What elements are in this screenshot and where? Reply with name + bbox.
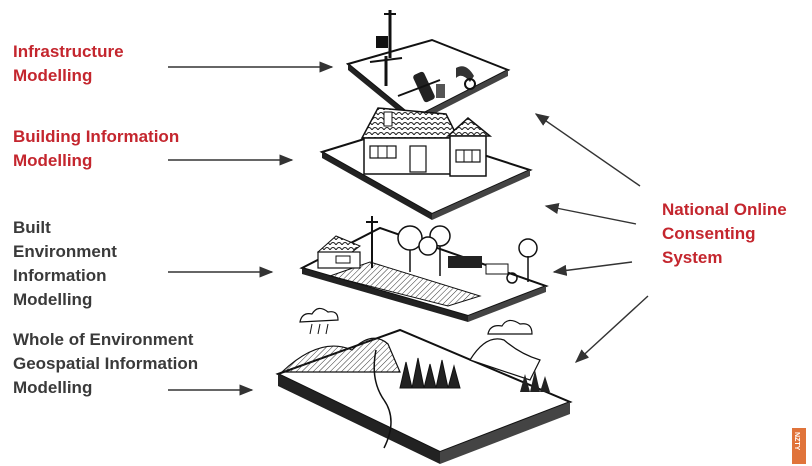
built-environment-layer: [299, 216, 549, 322]
label-whole-of-environment-geospatial-modelling: Whole of Environment Geospatial Informat…: [13, 328, 198, 400]
label-built-environment-information-modelling: Built Environment Information Modelling: [13, 216, 117, 312]
arrows: [168, 61, 649, 396]
label-line: Building Information: [13, 127, 180, 146]
cloud-icon: [299, 307, 533, 335]
label-line: System: [662, 248, 723, 267]
label-line: Modelling: [13, 378, 93, 397]
corner-brand-tag: NZTY: [792, 428, 806, 464]
label-line: Modelling: [13, 290, 93, 309]
label-line: Built: [13, 218, 51, 237]
arrow-consent-bim: [544, 202, 637, 225]
label-line: Infrastructure: [13, 42, 124, 61]
label-line: Environment: [13, 242, 117, 261]
label-line: Modelling: [13, 151, 93, 170]
house-icon: [360, 107, 493, 177]
small-house-icon: [316, 235, 361, 269]
label-line: Information: [13, 266, 107, 285]
trees-icon: [397, 225, 538, 282]
forest-icon: [399, 357, 550, 392]
label-infrastructure-modelling: Infrastructure Modelling: [13, 40, 124, 88]
building-layer: [319, 107, 533, 220]
label-line: Whole of Environment: [13, 330, 194, 349]
arrow-consent-infra: [534, 113, 641, 187]
label-national-online-consenting-system: National Online Consenting System: [662, 198, 787, 270]
terrain-layer: [275, 307, 573, 464]
label-line: Consenting: [662, 224, 756, 243]
label-line: Geospatial Information: [13, 354, 199, 373]
arrow-consent-terrain: [574, 295, 649, 363]
infrastructure-layer: [345, 10, 511, 124]
label-line: National Online: [662, 200, 787, 219]
label-line: Modelling: [13, 66, 93, 85]
pipes-icon: [369, 56, 476, 103]
corner-tag-text: NZTY: [793, 432, 800, 451]
label-building-information-modelling: Building Information Modelling: [13, 125, 179, 173]
arrow-consent-built: [552, 261, 633, 276]
antenna-icon: [376, 10, 396, 58]
